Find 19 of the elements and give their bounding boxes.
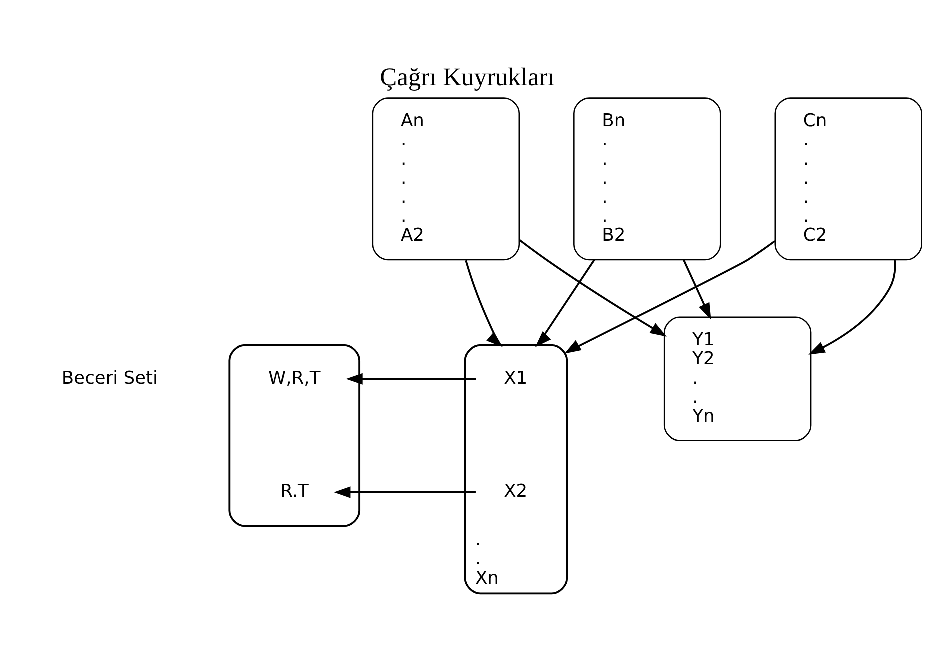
node-box: Bn . . . . . B2 — [574, 98, 722, 261]
node-box: Cn . . . . . C2 — [774, 98, 922, 261]
node-box: Y1 Y2 . . Yn — [664, 316, 812, 442]
cluster — [228, 344, 361, 528]
node-text: R.T — [280, 481, 309, 502]
arrow — [465, 260, 503, 348]
arrow — [535, 260, 596, 348]
arrow — [564, 240, 776, 354]
arrow — [683, 260, 712, 320]
node-text: X2 — [504, 481, 528, 502]
node-box: An . . . . . A2 — [372, 98, 520, 261]
arrow — [519, 239, 667, 337]
arrow — [346, 373, 476, 385]
node-text: X1 — [504, 368, 528, 389]
arrow — [808, 260, 896, 355]
node-label: Beceri Seti — [62, 368, 158, 389]
arrow — [334, 486, 476, 498]
diagram-title: Çağrı Kuyrukları — [380, 62, 555, 92]
node-text: W,R,T — [268, 368, 321, 389]
